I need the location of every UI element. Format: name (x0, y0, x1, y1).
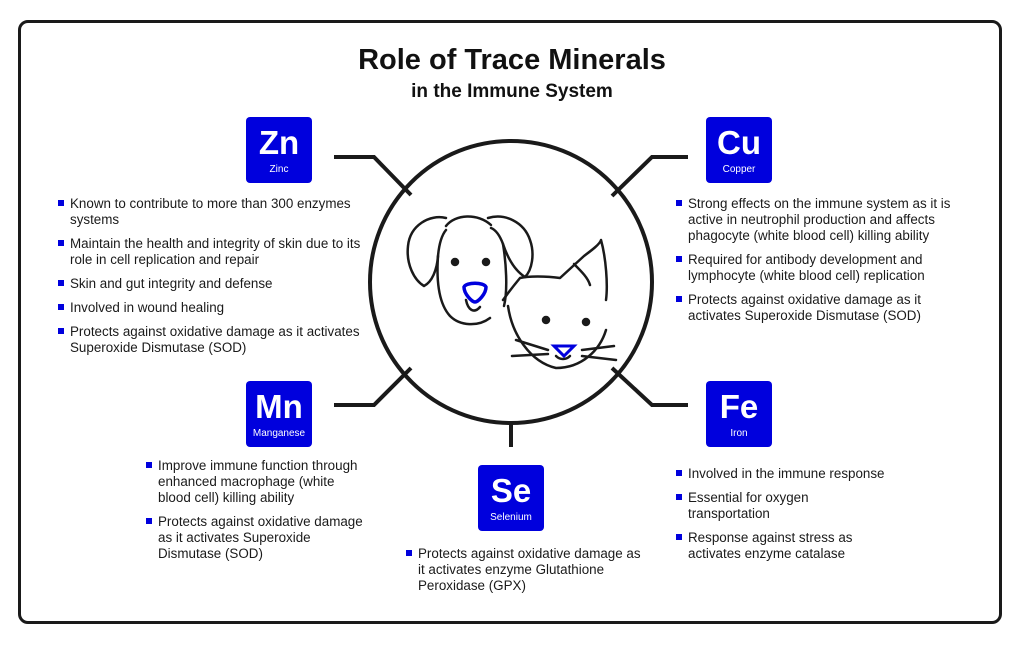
selenium-points: Protects against oxidative damage as it … (406, 546, 642, 602)
dog-icon (406, 215, 534, 326)
copper-name: Copper (722, 164, 756, 175)
manganese-symbol: Mn (255, 388, 303, 425)
list-item: Involved in the immune response (676, 466, 886, 482)
list-item: Protects against oxidative damage as it … (58, 324, 368, 356)
manganese-points: Improve immune function through enhanced… (146, 458, 368, 570)
page-title: Role of Trace Minerals (358, 44, 666, 76)
zinc-points: Known to contribute to more than 300 enz… (58, 196, 368, 364)
list-item: Required for antibody development and ly… (676, 252, 972, 284)
iron-tile: Fe Iron (706, 381, 772, 447)
zinc-tile: Zn Zinc (246, 117, 312, 183)
outer-frame (18, 20, 1002, 624)
list-item: Essential for oxygen transportation (676, 490, 886, 522)
zinc-connector (334, 155, 413, 197)
list-item: Maintain the health and integrity of ski… (58, 236, 368, 268)
manganese-name: Manganese (252, 428, 306, 439)
selenium-symbol: Se (490, 472, 532, 509)
zinc-name: Zinc (269, 164, 289, 175)
iron-connector (610, 366, 688, 407)
iron-symbol: Fe (719, 388, 759, 425)
list-item: Protects against oxidative damage as it … (676, 292, 972, 324)
page-subtitle: in the Immune System (411, 81, 613, 102)
cat-nose-icon (550, 344, 578, 359)
list-item: Protects against oxidative damage as it … (406, 546, 642, 594)
copper-points: Strong effects on the immune system as i… (676, 196, 972, 332)
list-item: Known to contribute to more than 300 enz… (58, 196, 368, 228)
manganese-tile: Mn Manganese (246, 381, 312, 447)
copper-tile: Cu Copper (706, 117, 772, 183)
list-item: Skin and gut integrity and defense (58, 276, 368, 292)
list-item: Response against stress as activates enz… (676, 530, 886, 562)
list-item: Improve immune function through enhanced… (146, 458, 368, 506)
selenium-name: Selenium (490, 512, 532, 523)
iron-name: Iron (730, 428, 748, 439)
list-item: Involved in wound healing (58, 300, 368, 316)
manganese-connector (334, 366, 413, 407)
list-item: Strong effects on the immune system as i… (676, 196, 972, 244)
copper-connector (610, 155, 688, 198)
iron-points: Involved in the immune response Essentia… (676, 466, 886, 570)
center-circle (368, 139, 654, 425)
copper-symbol: Cu (717, 124, 761, 161)
dog-nose-icon (462, 281, 488, 304)
selenium-tile: Se Selenium (478, 465, 544, 531)
cat-icon (501, 238, 618, 370)
list-item: Protects against oxidative damage as it … (146, 514, 368, 562)
zinc-symbol: Zn (258, 124, 300, 161)
